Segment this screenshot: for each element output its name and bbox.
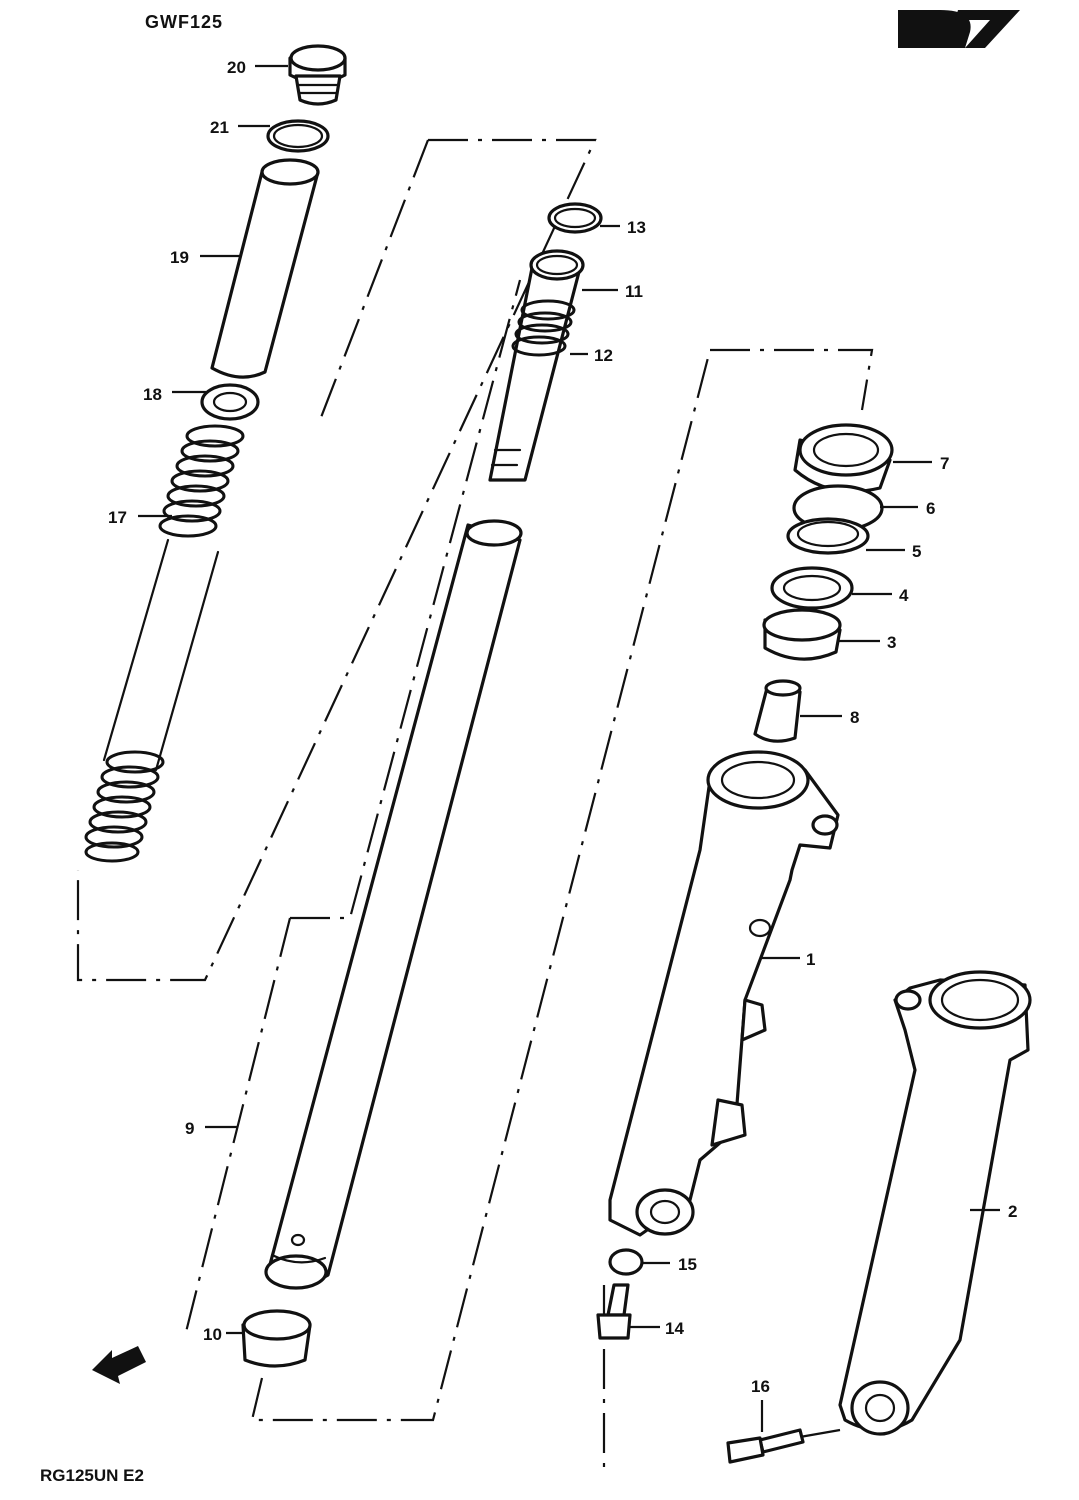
callout-11: 11 [625,282,643,301]
part-14-bolt [596,1283,632,1340]
footer-model: RG125UN E2 [40,1466,144,1485]
part-1-outer-tube [608,750,840,1237]
leader-lines [138,64,1000,1432]
callout-17: 17 [108,508,127,527]
assembly-guide-line-1 [76,138,597,982]
callout-1: 1 [806,950,815,969]
callout-19: 19 [170,248,189,267]
part-9-inner-tube [264,519,523,1290]
callout-3: 3 [887,633,896,652]
assembly-guide-line-2 [184,917,292,1333]
part-5-oil-seal [786,517,870,555]
part-18-washer [200,383,260,421]
part-8-oil-lock-piece [753,679,802,743]
callout-14: 14 [665,1319,684,1338]
part-19-spacer-tube [210,158,320,379]
callout-8: 8 [850,708,859,727]
part-2-outer-tube [838,970,1032,1436]
callout-15: 15 [678,1255,697,1274]
part-20-cap-bolt [288,44,347,106]
callout-labels: 20 21 19 18 17 13 11 12 7 6 5 4 3 8 1 9 … [108,58,1017,1396]
callout-2: 2 [1008,1202,1017,1221]
callout-4: 4 [899,586,909,605]
callout-18: 18 [143,385,162,404]
header-code: GWF125 [145,12,223,32]
part-10-bushing [241,1309,312,1368]
callout-16: 16 [751,1377,770,1396]
part-16-drain-bolt [726,1428,805,1464]
callout-10: 10 [203,1325,222,1344]
part-17-fork-spring [84,424,245,863]
callout-20: 20 [227,58,246,77]
callout-7: 7 [940,454,949,473]
part-11-12-damper-rod [488,249,585,482]
front-direction-arrow-icon [92,1346,146,1384]
callout-5: 5 [912,542,921,561]
section-badge [898,10,1020,48]
part-4-washer [770,566,854,610]
part-15-gasket [608,1248,644,1276]
callout-9: 9 [185,1119,194,1138]
part-7-dust-seal [793,423,894,494]
callout-6: 6 [926,499,935,518]
callout-21: 21 [210,118,229,137]
callout-13: 13 [627,218,646,237]
callout-12: 12 [594,346,613,365]
part-3-guide-bushing [762,608,842,661]
